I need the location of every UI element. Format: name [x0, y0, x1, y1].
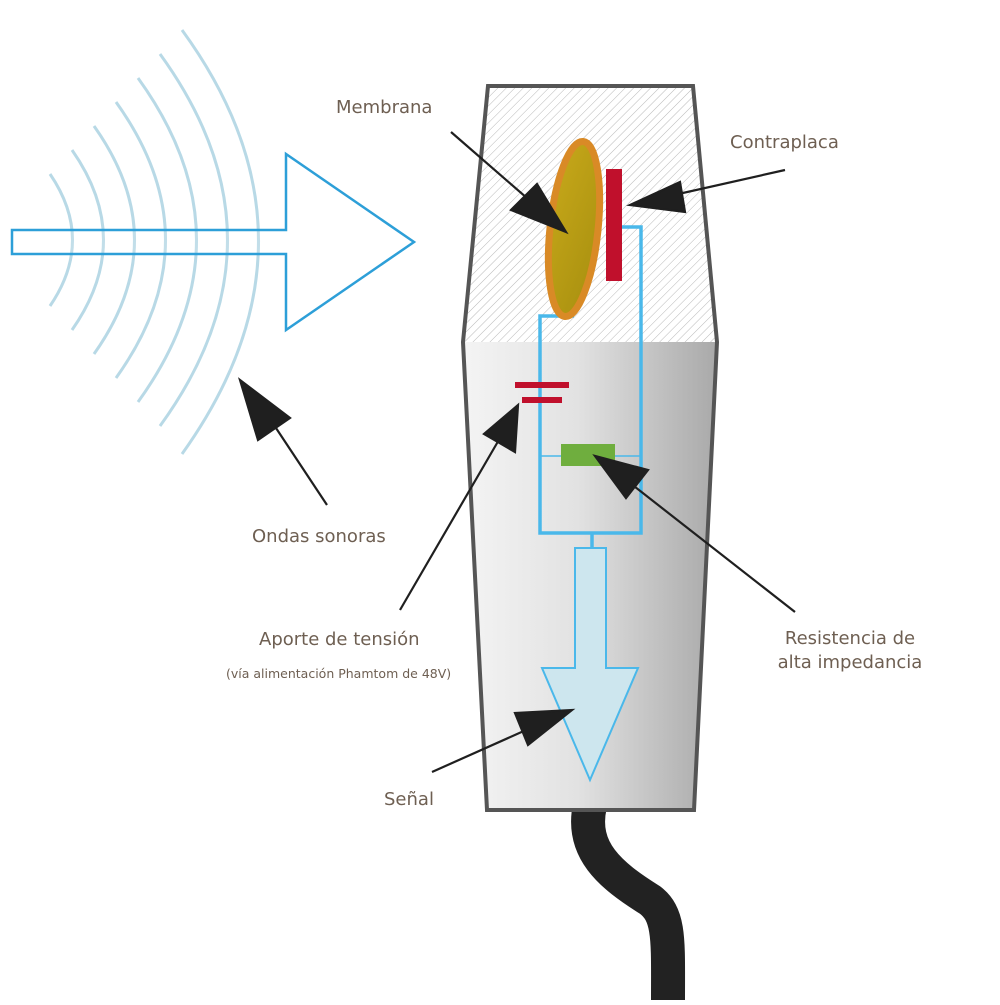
- label-resistor-line1: Resistencia de: [784, 628, 916, 649]
- sound-waves: [48, 29, 260, 455]
- label-voltage-supply-note: (vía alimentación Phamtom de 48V): [226, 666, 452, 681]
- label-resistor: Resistencia de alta impedancia: [772, 627, 928, 675]
- label-sound-waves: Ondas sonoras: [252, 526, 386, 547]
- pointer-arrows: [237, 131, 796, 774]
- label-voltage-supply: Aporte de tensión: [259, 629, 420, 650]
- label-signal: Señal: [384, 789, 434, 810]
- label-membrane: Membrana: [336, 97, 433, 118]
- pointer-arrow-membrane: [509, 182, 569, 235]
- pointer-arrow-backplate: [626, 180, 687, 214]
- pointer-arrow-resistor: [592, 454, 650, 500]
- circuit-wires: [538, 225, 643, 548]
- signal-arrow: [540, 547, 640, 783]
- label-resistor-line2: alta impedancia: [777, 652, 923, 673]
- sound-direction-arrow: [10, 151, 417, 333]
- label-backplate: Contraplaca: [730, 132, 839, 153]
- capacitor-symbol: [515, 382, 569, 403]
- backplate: [606, 169, 622, 281]
- microphone-cable: [571, 801, 686, 1001]
- pointer-arrow-sound-waves: [237, 377, 292, 442]
- pointer-arrow-signal: [513, 708, 576, 747]
- pointer-arrow-voltage: [482, 402, 520, 454]
